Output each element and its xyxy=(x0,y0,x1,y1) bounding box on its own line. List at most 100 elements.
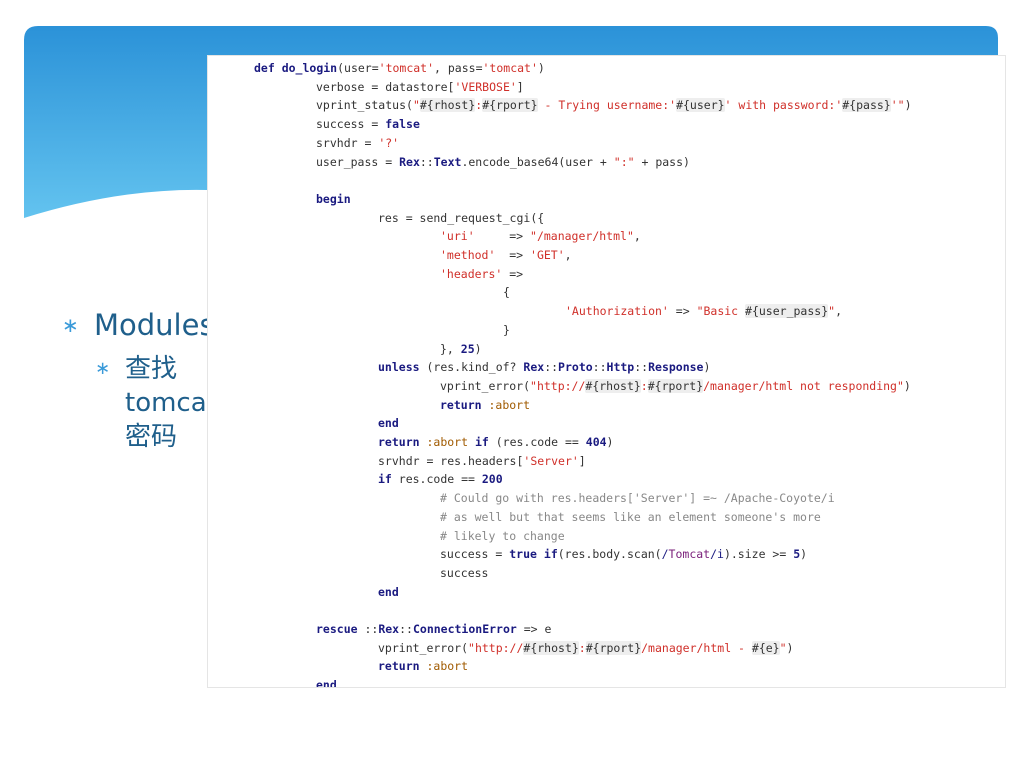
code-token: ) xyxy=(606,435,614,449)
code-line: unless (res.kind_of? Rex::Proto::Http::R… xyxy=(378,358,710,376)
code-token: 'tomcat' xyxy=(482,61,538,75)
code-token: :: xyxy=(357,622,379,636)
code-token: :: xyxy=(592,360,607,375)
code-token: true xyxy=(509,547,537,562)
code-token: ":" xyxy=(613,154,635,169)
code-line: # likely to change xyxy=(440,527,565,545)
code-token: /i xyxy=(710,547,724,562)
code-token: , xyxy=(835,304,842,319)
code-token: return xyxy=(440,397,482,412)
code-line: } xyxy=(503,321,510,339)
code-line: success = true if(res.body.scan(/Tomcat/… xyxy=(440,545,807,563)
code-token: #{e} xyxy=(751,640,780,655)
code-token: unless xyxy=(378,360,420,375)
code-token: #{rport} xyxy=(585,640,642,655)
code-token: /manager/html not responding" xyxy=(703,378,904,393)
code-line: begin xyxy=(316,190,351,208)
code-line: srvhdr = res.headers['Server'] xyxy=(378,452,586,470)
code-token: : xyxy=(475,98,483,113)
code-line: return :abort xyxy=(378,657,468,675)
code-token: #{rport} xyxy=(482,98,538,113)
code-token: => xyxy=(502,266,524,281)
code-token: :: xyxy=(544,360,559,375)
code-token: return xyxy=(378,435,420,449)
code-token: begin xyxy=(316,191,351,206)
code-token: return xyxy=(378,659,420,674)
code-line: success = false xyxy=(316,115,420,133)
code-token: Rex xyxy=(399,154,420,169)
code-line: 'Authorization' => "Basic #{user_pass}", xyxy=(565,302,842,320)
code-line: user_pass = Rex::Text.encode_base64(user… xyxy=(316,153,690,171)
code-token: # Could go with res.headers['Server'] =~… xyxy=(440,491,835,506)
code-token: " xyxy=(828,304,836,319)
code-token: 404 xyxy=(585,435,607,449)
code-token: '?' xyxy=(378,135,400,150)
code-token: => xyxy=(474,229,531,244)
code-token: 'method' xyxy=(440,248,496,262)
code-token: (res.kind_of? xyxy=(419,360,524,375)
code-token: # likely to change xyxy=(440,528,565,543)
code-token: srvhdr = res.headers[ xyxy=(378,453,524,468)
bullet-modules: ∗ Modules xyxy=(62,308,352,342)
code-line: verbose = datastore['VERBOSE'] xyxy=(316,78,524,96)
code-token: :abort xyxy=(426,659,469,674)
code-token: : xyxy=(578,640,586,655)
header-banner xyxy=(24,26,998,218)
code-token: ) xyxy=(800,547,808,562)
code-line: rescue ::Rex::ConnectionError => e xyxy=(316,620,551,638)
code-token: 'tomcat' xyxy=(378,61,435,75)
code-token: # as well but that seems like an element… xyxy=(440,509,821,524)
code-token: :: xyxy=(634,360,649,375)
code-token: Rex xyxy=(523,360,545,375)
code-line: 'method' => 'GET', xyxy=(440,246,572,264)
code-token: => xyxy=(495,248,531,262)
code-token: #{rhost} xyxy=(585,378,641,393)
code-token: / xyxy=(661,547,669,562)
code-token: Response xyxy=(648,360,704,375)
code-token: , xyxy=(564,248,572,262)
code-token: success xyxy=(440,565,489,580)
sub-bullet-line: 密码 xyxy=(125,422,178,452)
code-token: ) xyxy=(904,98,912,113)
code-token: ' with password:' xyxy=(724,98,843,113)
code-token: 'Server' xyxy=(523,453,579,468)
code-token: 5 xyxy=(793,547,801,562)
code-token: Http xyxy=(606,360,635,375)
code-token: ConnectionError xyxy=(412,622,517,636)
code-token: rescue xyxy=(316,622,358,636)
code-token: (user= xyxy=(337,61,379,75)
code-token: ) xyxy=(903,378,911,393)
code-token: 'VERBOSE' xyxy=(454,79,517,94)
code-token: 'Authorization' xyxy=(565,304,669,319)
code-line: end xyxy=(378,583,399,601)
code-token: if xyxy=(474,435,489,449)
code-token: success = xyxy=(316,117,386,132)
code-token: user_pass = xyxy=(316,154,400,169)
code-line: vprint_status("#{rhost}:#{rport} - Tryin… xyxy=(316,96,912,114)
code-token: srvhdr = xyxy=(316,135,379,150)
code-token: "http:// xyxy=(530,378,586,393)
code-token: " xyxy=(779,640,787,655)
code-token: verbose = datastore[ xyxy=(316,79,455,94)
code-token: } xyxy=(503,322,510,337)
code-token: (res.code == xyxy=(488,435,586,449)
code-token: , xyxy=(633,229,641,244)
code-token: /manager/html - xyxy=(641,640,752,655)
sub-bullet-marker-icon: ∗ xyxy=(95,358,111,379)
code-token: 'uri' xyxy=(440,229,475,244)
code-token: def xyxy=(254,61,282,75)
code-token xyxy=(537,547,544,561)
code-token: Tomcat xyxy=(668,547,711,562)
code-token: Proto xyxy=(558,360,593,375)
code-token: :: xyxy=(419,154,434,169)
code-token: #{pass} xyxy=(842,98,891,113)
code-token: ) xyxy=(786,640,794,655)
code-token: vprint_error( xyxy=(378,640,469,655)
code-token: end xyxy=(378,584,399,599)
code-token: #{rhost} xyxy=(419,98,476,113)
code-token: #{rhost} xyxy=(523,640,579,655)
code-token: - Trying username:' xyxy=(537,98,677,113)
code-token: 'GET' xyxy=(530,248,565,262)
code-line: if res.code == 200 xyxy=(378,470,503,488)
code-token: vprint_error( xyxy=(440,378,531,393)
